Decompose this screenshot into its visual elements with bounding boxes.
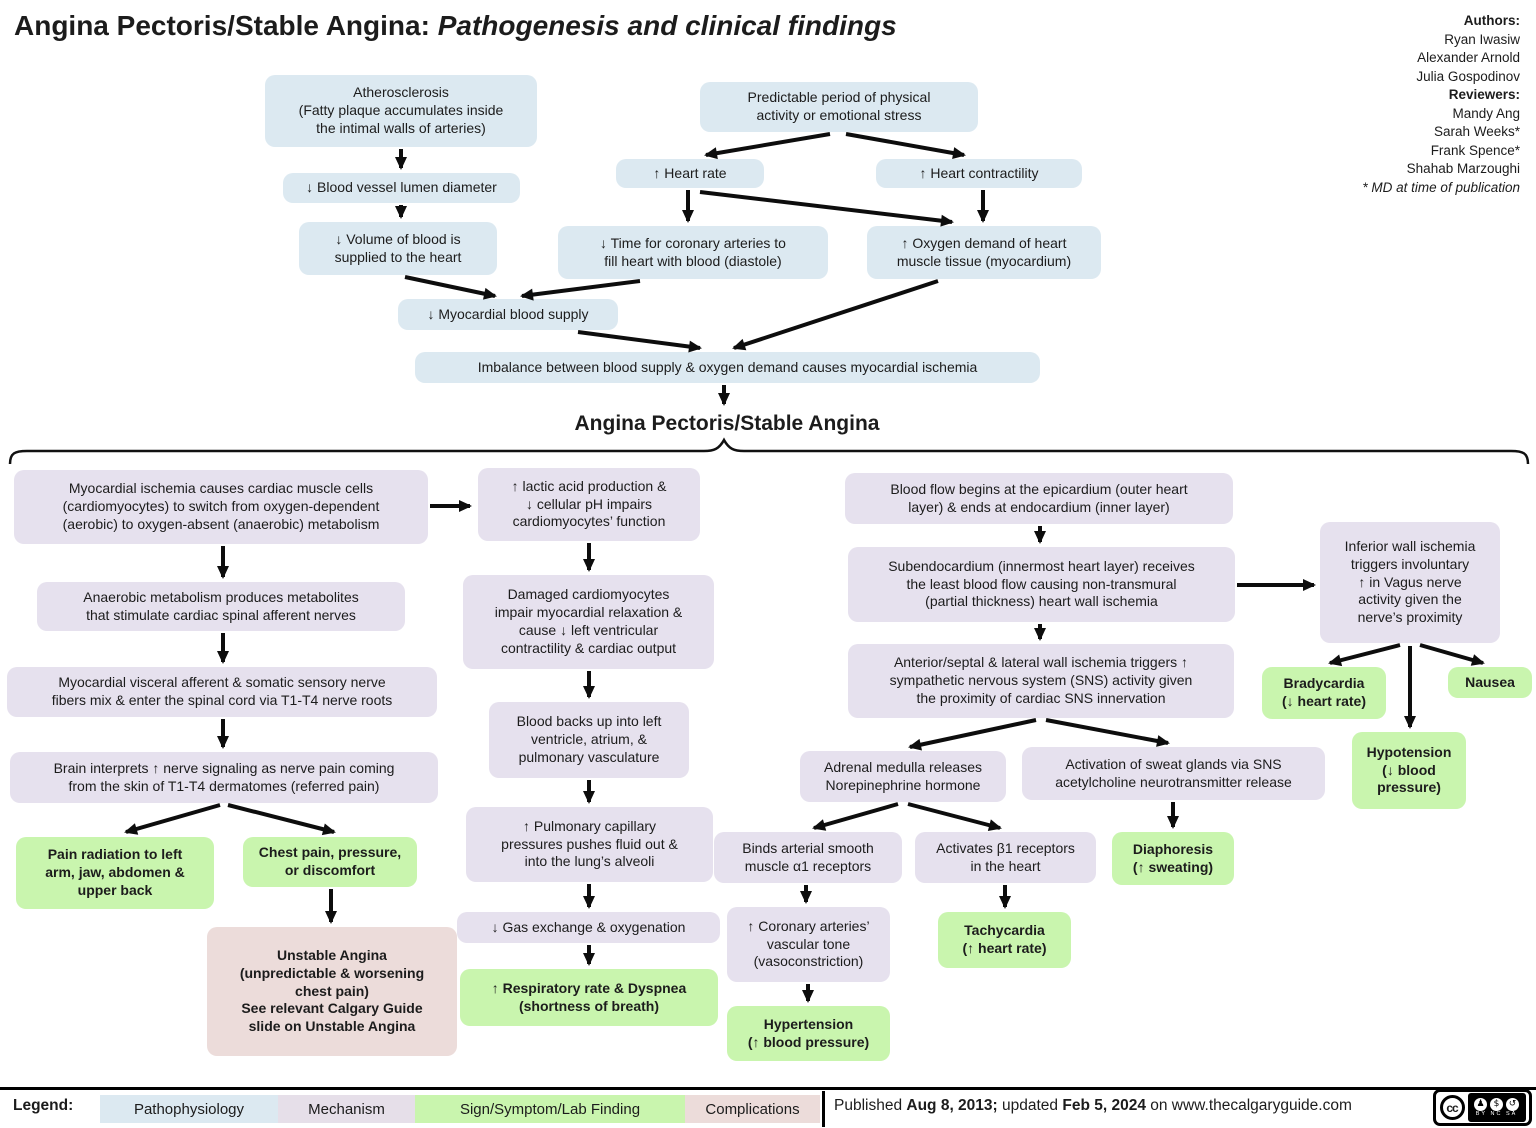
- node-anaerobic-metabolites: Anaerobic metabolism produces metabolite…: [37, 582, 405, 631]
- node-damaged-cardiomyocytes: Damaged cardiomyocytes impair myocardial…: [463, 575, 714, 669]
- reviewer-name: Shahab Marzoughi: [1406, 161, 1520, 176]
- node-pulmonary-capillary: ↑ Pulmonary capillary pressures pushes f…: [466, 807, 713, 882]
- cc-terms-icons: ♟ $ ↺ BY NC SA: [1467, 1093, 1526, 1122]
- legend-complications: Complications: [685, 1095, 820, 1123]
- node-atherosclerosis: Atherosclerosis (Fatty plaque accumulate…: [265, 75, 537, 147]
- node-adrenal-medulla: Adrenal medulla releases Norepinephrine …: [800, 751, 1006, 802]
- cc-nc-icon: $: [1490, 1098, 1503, 1111]
- cc-sa-icon: ↺: [1506, 1098, 1519, 1111]
- authors-label: Authors:: [1463, 13, 1520, 28]
- publication-info: Published Aug 8, 2013; updated Feb 5, 20…: [834, 1097, 1352, 1114]
- page-title: Angina Pectoris/Stable Angina: Pathogene…: [14, 10, 897, 42]
- node-alpha1-receptors: Binds arterial smooth muscle α1 receptor…: [714, 832, 902, 883]
- node-lumen-diameter: ↓ Blood vessel lumen diameter: [283, 173, 520, 203]
- legend-divider-line: [0, 1087, 1536, 1090]
- page-title-main: Angina Pectoris/Stable Angina:: [14, 10, 430, 41]
- author-name: Ryan Iwasiw: [1444, 31, 1520, 47]
- node-hypotension: Hypotension (↓ blood pressure): [1352, 732, 1466, 809]
- node-hypertension: Hypertension (↑ blood pressure): [727, 1006, 890, 1061]
- node-blood-volume: ↓ Volume of blood is supplied to the hea…: [299, 222, 497, 275]
- node-blood-flow-epicardium: Blood flow begins at the epicardium (out…: [845, 473, 1233, 524]
- reviewers-label: Reviewers:: [1448, 87, 1520, 102]
- node-chest-pain: Chest pain, pressure, or discomfort: [243, 837, 417, 887]
- node-inferior-ischemia: Inferior wall ischemia triggers involunt…: [1320, 522, 1500, 643]
- page-title-subtitle: Pathogenesis and clinical findings: [429, 10, 897, 41]
- author-name: Julia Gospodinov: [1416, 68, 1520, 84]
- node-nausea: Nausea: [1448, 667, 1532, 698]
- node-gas-exchange: ↓ Gas exchange & oxygenation: [457, 912, 720, 943]
- legend-sign-symptom: Sign/Symptom/Lab Finding: [415, 1095, 685, 1123]
- node-diastole-time: ↓ Time for coronary arteries to fill hea…: [558, 226, 828, 279]
- cc-by-icon: ♟: [1474, 1098, 1487, 1111]
- section-brace: [8, 437, 1530, 465]
- md-footnote: * MD at time of publication: [1362, 179, 1520, 195]
- node-heart-contractility: ↑ Heart contractility: [876, 159, 1082, 188]
- node-subendocardium: Subendocardium (innermost heart layer) r…: [848, 547, 1235, 622]
- node-beta1-receptors: Activates β1 receptors in the heart: [915, 832, 1096, 883]
- reviewer-name: Mandy Ang: [1452, 105, 1520, 121]
- node-vascular-tone: ↑ Coronary arteries’ vascular tone (vaso…: [727, 907, 890, 982]
- legend-pathophysiology: Pathophysiology: [100, 1095, 278, 1123]
- legend-vertical-divider: [822, 1091, 825, 1127]
- node-blood-backs-up: Blood backs up into left ventricle, atri…: [489, 702, 689, 778]
- node-sweat-glands: Activation of sweat glands via SNS acety…: [1022, 747, 1325, 800]
- node-anterior-ischemia: Anterior/septal & lateral wall ischemia …: [848, 644, 1234, 718]
- node-myocardial-supply: ↓ Myocardial blood supply: [398, 299, 618, 330]
- node-tachycardia: Tachycardia (↑ heart rate): [938, 912, 1071, 968]
- node-lactic-acid: ↑ lactic acid production & ↓ cellular pH…: [478, 468, 700, 541]
- node-brain-interprets: Brain interprets ↑ nerve signaling as ne…: [10, 752, 438, 803]
- author-name: Alexander Arnold: [1417, 50, 1520, 65]
- updated-date: Feb 5, 2024: [1062, 1097, 1146, 1114]
- legend-mechanism: Mechanism: [278, 1095, 415, 1123]
- node-diaphoresis: Diaphoresis (↑ sweating): [1112, 832, 1234, 885]
- node-imbalance: Imbalance between blood supply & oxygen …: [415, 352, 1040, 383]
- angina-heading: Angina Pectoris/Stable Angina: [574, 412, 880, 435]
- reviewer-name: Sarah Weeks*: [1433, 124, 1520, 139]
- node-pain-radiation: Pain radiation to left arm, jaw, abdomen…: [16, 837, 214, 909]
- node-predictable-period: Predictable period of physical activity …: [700, 82, 978, 132]
- node-heart-rate: ↑ Heart rate: [616, 159, 764, 188]
- node-oxygen-demand: ↑ Oxygen demand of heart muscle tissue (…: [867, 226, 1101, 279]
- legend-label: Legend:: [13, 1097, 74, 1114]
- node-ischemia-switch: Myocardial ischemia causes cardiac muscl…: [14, 470, 428, 544]
- credits-block: Authors: Ryan Iwasiw Alexander Arnold Ju…: [1362, 12, 1520, 197]
- node-nerve-fibers: Myocardial visceral afferent & somatic s…: [7, 667, 437, 717]
- node-unstable-angina: Unstable Angina (unpredictable & worseni…: [207, 927, 457, 1056]
- node-bradycardia: Bradycardia (↓ heart rate): [1262, 667, 1386, 719]
- cc-logo-icon: cc: [1439, 1095, 1465, 1120]
- reviewer-name: Frank Spence*: [1430, 142, 1520, 158]
- cc-caption: BY NC SA: [1475, 1111, 1518, 1117]
- node-respiratory-rate: ↑ Respiratory rate & Dyspnea (shortness …: [460, 969, 718, 1026]
- cc-license-badge[interactable]: cc ♟ $ ↺ BY NC SA: [1433, 1089, 1532, 1126]
- published-date: Aug 8, 2013;: [906, 1097, 998, 1114]
